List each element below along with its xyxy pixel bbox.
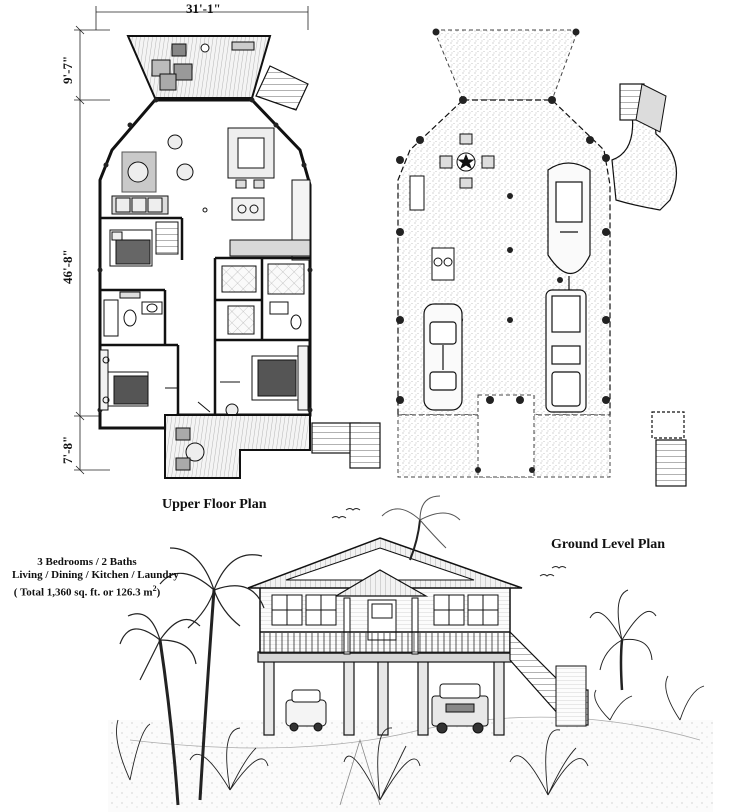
- dimension-lines: [74, 6, 309, 475]
- palmetto-bushes: [116, 675, 705, 801]
- summary-rooms: Living / Dining / Kitchen / Laundry: [12, 569, 179, 581]
- birds: [331, 508, 567, 577]
- windows: [271, 594, 499, 641]
- living-furniture: [111, 127, 311, 261]
- summary-bedrooms-baths: 3 Bedrooms / 2 Baths: [37, 556, 137, 568]
- elevation-car: [285, 689, 327, 732]
- upper-floor-plan-title: Upper Floor Plan: [162, 497, 267, 512]
- palm-fronds-left-2: [119, 613, 201, 681]
- dimension-width-top: 31'-1": [186, 1, 221, 16]
- deck-furniture: [151, 41, 255, 91]
- bedroom-1: [109, 221, 179, 267]
- elevation-truck: [431, 683, 489, 734]
- master-bedroom: [220, 345, 309, 417]
- railing-balusters: [263, 633, 505, 652]
- bath-2: [221, 263, 305, 335]
- dimension-house-length: 46'-8": [60, 249, 75, 284]
- palm-fronds-left: [159, 547, 265, 629]
- bath-1: [103, 291, 163, 337]
- dimension-rear-deck-depth: 7'-8": [60, 435, 75, 464]
- ground-level-plan: [396, 28, 687, 487]
- rear-deck-furniture: [175, 401, 211, 471]
- plan-summary: 3 Bedrooms / 2 Baths Living / Dining / K…: [12, 556, 179, 600]
- truck: [545, 289, 587, 413]
- upper-floor-plan: [74, 6, 381, 479]
- summary-total-area: ( Total 1,360 sq. ft. or 126.3 m2): [13, 584, 161, 599]
- ground-level-plan-title: Ground Level Plan: [551, 537, 666, 552]
- bedroom-2: [99, 349, 178, 411]
- boat: [547, 162, 591, 300]
- landscape-plants: [116, 495, 705, 806]
- front-elevation: [108, 537, 713, 812]
- interior-walls: [100, 216, 310, 415]
- patio-furniture: [409, 133, 495, 281]
- car: [423, 303, 463, 411]
- ground-piles: [396, 28, 610, 473]
- dimension-deck-depth: 9'-7": [60, 55, 75, 84]
